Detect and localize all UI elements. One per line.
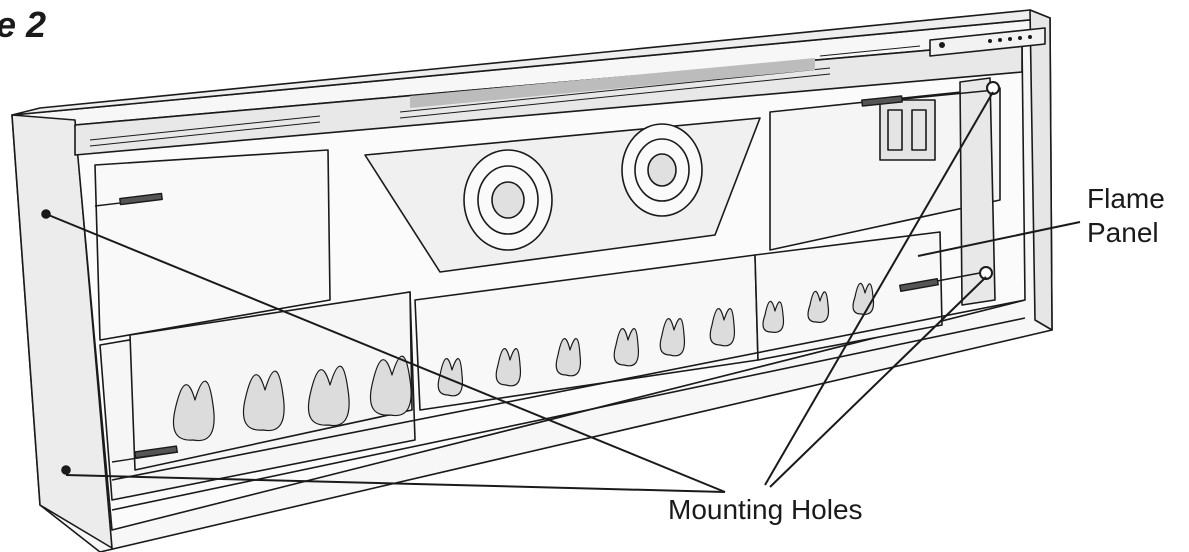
flame-panel-callout: Flame Panel (1087, 182, 1165, 250)
control-buttons (939, 35, 1032, 48)
flame-cutouts (172, 282, 875, 442)
enclosure-right-side (1029, 9, 1053, 331)
blower-fan-right (621, 123, 703, 217)
control-strip (929, 27, 1046, 57)
vent-slots (89, 45, 921, 147)
flame-panel-callout-line1: Flame (1087, 183, 1165, 214)
electronics-area (769, 87, 1001, 251)
flame-panel-callout-line2: Panel (1087, 217, 1159, 248)
perforated-grille (410, 58, 815, 108)
base-rail-bottom (111, 317, 1026, 511)
mounting-screws (94, 89, 996, 463)
figure-title: e 2 (0, 4, 47, 45)
blower-fan-left (463, 149, 553, 251)
mounting-holes-callout: Mounting Holes (668, 494, 863, 525)
enclosure-left-side (11, 114, 113, 549)
heater-bracket (879, 99, 936, 161)
leader-lines (45, 91, 1081, 493)
base-rail-top (111, 299, 1026, 481)
right-flame-panel (754, 231, 943, 361)
